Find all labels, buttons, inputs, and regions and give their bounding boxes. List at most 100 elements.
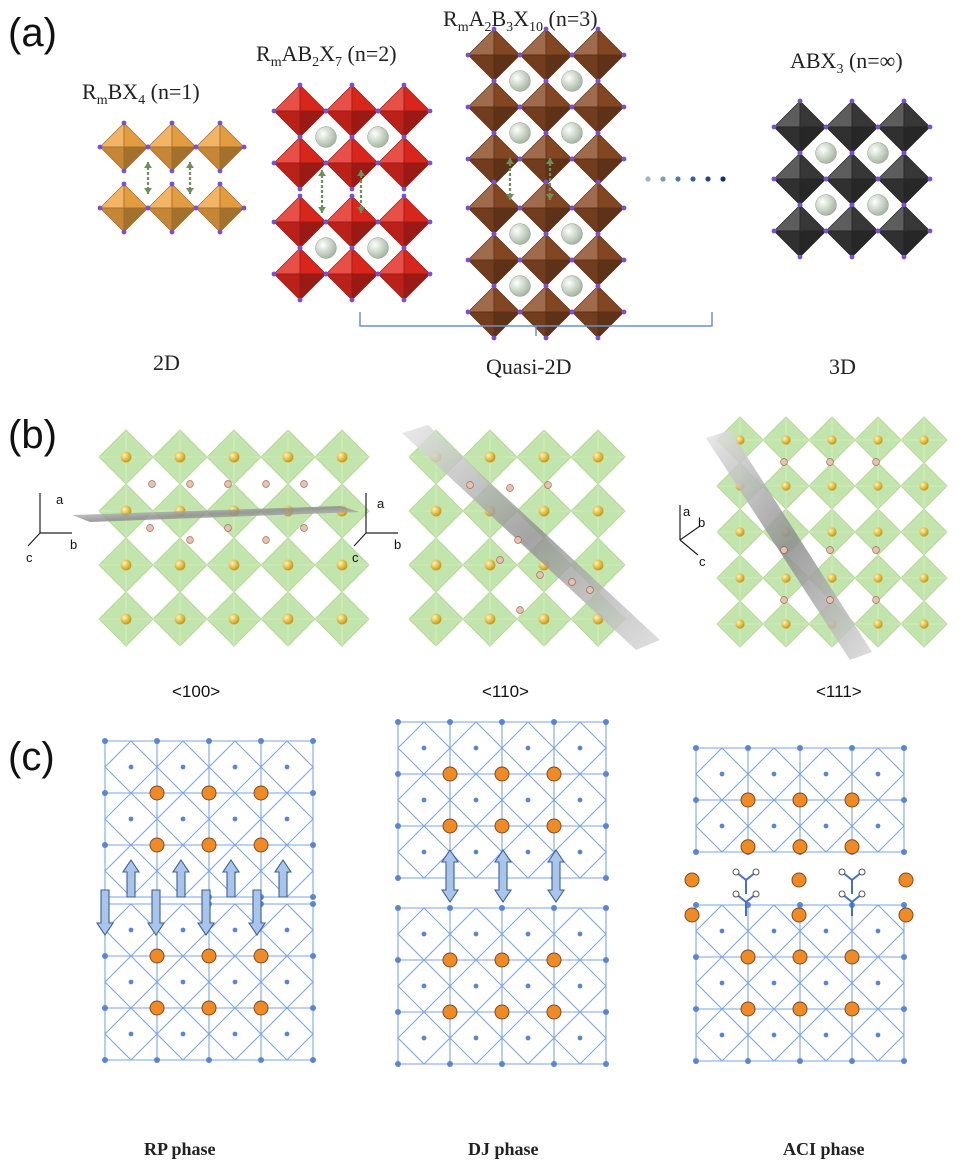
octahedron-face [273, 162, 301, 190]
octahedron-face [403, 110, 431, 138]
octahedron-face [597, 233, 625, 261]
x-site-atom [169, 229, 175, 235]
a-site-cation [494, 766, 510, 782]
lattice-node [421, 983, 427, 989]
a-site-cation [815, 194, 837, 216]
x-site-atom [797, 202, 803, 208]
panel-a-letter: (a) [8, 11, 57, 55]
x-site-atom [193, 144, 199, 150]
b-site-atom [538, 613, 550, 625]
a-site-cation [792, 839, 808, 855]
a-site-cation [740, 1001, 756, 1017]
lattice-node [395, 1061, 401, 1067]
octahedron-outline [799, 1008, 853, 1062]
x-site-atom [349, 186, 355, 192]
lattice-node [447, 719, 453, 725]
b-site-atom [827, 435, 837, 445]
octahedron-face [877, 100, 905, 128]
lattice-node [719, 823, 725, 829]
lattice-node [693, 797, 699, 803]
b-site-atom [430, 613, 442, 625]
b-site-atom [538, 505, 550, 517]
lattice-node [693, 1006, 699, 1012]
octahedron-face [123, 146, 149, 172]
octahedron-face [467, 28, 495, 56]
structure-n3 [465, 26, 627, 341]
octahedron-face [467, 259, 495, 287]
lattice-node [771, 980, 777, 986]
x-site-atom [349, 82, 355, 88]
panel-b: (b) a b c a b c a b c <100> <110> <111> [8, 413, 948, 701]
octahedron-face [545, 207, 573, 235]
b-site-atom [873, 619, 883, 629]
arrow-head [318, 170, 326, 176]
x-site-atom [569, 156, 575, 162]
x-site-atom [297, 297, 303, 303]
x-site-atom [543, 231, 549, 237]
x-site-atom [241, 205, 247, 211]
orientation-label-111: <111> [816, 682, 862, 701]
x-site-atom [271, 271, 277, 277]
b-site-atom [282, 451, 294, 463]
x-site-atom [217, 120, 223, 126]
x-site-atom [297, 134, 303, 140]
axes-111 [679, 505, 701, 556]
lattice-node [421, 745, 427, 751]
a-site-cation [494, 952, 510, 968]
octahedron-face [799, 230, 827, 258]
a-site-cation [546, 766, 562, 782]
a-site-cation [844, 839, 860, 855]
lattice-node [823, 980, 829, 986]
label-quasi-2d: Quasi-2D [486, 354, 572, 379]
octahedron-outline [104, 1007, 158, 1061]
octahedron-face [571, 181, 599, 209]
lattice-node [693, 954, 699, 960]
octahedron-face [377, 273, 405, 301]
octahedron-face [597, 54, 625, 82]
axis-a-110: a [377, 496, 385, 511]
lattice-node [447, 1061, 453, 1067]
x-site-atom [595, 130, 601, 136]
a-site-cation [844, 1001, 860, 1017]
octahedron-face [99, 122, 125, 148]
x-site-atom [401, 297, 407, 303]
interlayer-cation [684, 872, 700, 888]
x-site-atom [595, 179, 601, 185]
interlayer-arrow [273, 859, 293, 898]
x-site-atom [569, 257, 575, 263]
cleavage-plane [402, 425, 660, 650]
organic-cation [826, 458, 834, 466]
x-site-atom [569, 205, 575, 211]
b-site-atom [484, 613, 496, 625]
lattice-node [693, 902, 699, 908]
octahedron-face [351, 84, 379, 112]
interlayer-arrow [493, 849, 513, 903]
octahedron-face [597, 80, 625, 108]
x-site-atom [517, 309, 523, 315]
x-site-atom [401, 82, 407, 88]
a-site-cation [442, 952, 458, 968]
lattice-node [102, 790, 108, 796]
x-site-atom [621, 156, 627, 162]
lattice-node [499, 1061, 505, 1067]
b-site-atom [282, 559, 294, 571]
x-site-atom [491, 335, 497, 341]
interlayer-arrow [171, 859, 191, 898]
rp-phase-label: RP phase [144, 1139, 216, 1159]
x-site-atom [595, 26, 601, 32]
lattice-node [421, 931, 427, 937]
octahedron-face [147, 146, 173, 172]
octahedron-face [493, 158, 521, 186]
octahedron-face [903, 126, 931, 154]
lattice-node [154, 738, 160, 744]
lattice-node [577, 1035, 583, 1041]
x-site-atom [465, 205, 471, 211]
octahedron-face [377, 195, 405, 223]
x-site-atom [169, 168, 175, 174]
x-site-atom [465, 257, 471, 263]
lattice-node [232, 816, 238, 822]
organic-cation [544, 481, 552, 489]
octahedron-face [403, 136, 431, 164]
organic-cation [586, 586, 594, 594]
octahedron-face [219, 146, 245, 172]
